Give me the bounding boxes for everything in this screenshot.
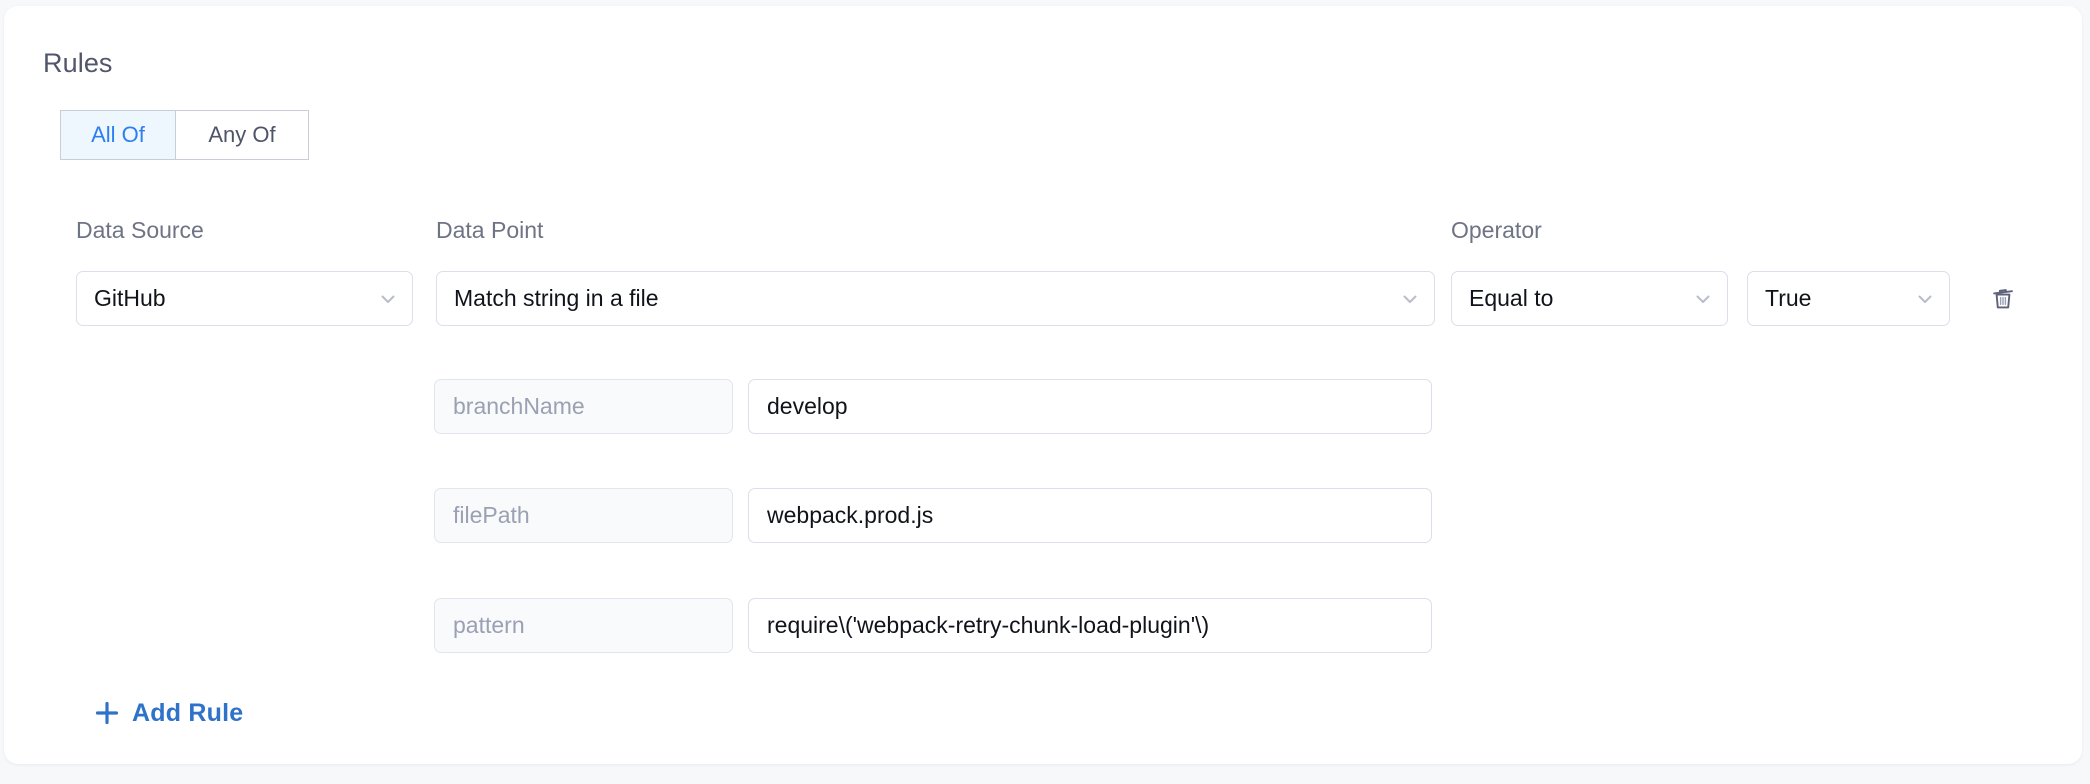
operator-value-select-value: True	[1765, 285, 1812, 311]
operator-select[interactable]: Equal to	[1451, 271, 1728, 326]
parameter-row: branchName develop	[434, 379, 1432, 434]
chevron-down-icon	[1400, 289, 1420, 309]
add-rule-button[interactable]: Add Rule	[94, 700, 243, 726]
parameter-row: pattern require\('webpack-retry-chunk-lo…	[434, 598, 1432, 653]
toggle-any-of[interactable]: Any Of	[175, 110, 309, 160]
parameter-value-input[interactable]: require\('webpack-retry-chunk-load-plugi…	[748, 598, 1432, 653]
parameter-key: branchName	[434, 379, 733, 434]
match-mode-toggle-group: All Of Any Of	[60, 110, 309, 160]
parameter-value-input[interactable]: webpack.prod.js	[748, 488, 1432, 543]
data-point-select-value: Match string in a file	[454, 285, 659, 311]
page-title: Rules	[43, 48, 113, 78]
toggle-all-of[interactable]: All Of	[60, 110, 175, 160]
add-rule-label: Add Rule	[132, 698, 244, 727]
column-label-data-source: Data Source	[76, 217, 204, 243]
data-source-select[interactable]: GitHub	[76, 271, 413, 326]
column-label-operator: Operator	[1451, 217, 1542, 243]
parameter-row: filePath webpack.prod.js	[434, 488, 1432, 543]
delete-rule-button[interactable]	[1984, 280, 2022, 318]
chevron-down-icon	[1693, 289, 1713, 309]
parameter-key: pattern	[434, 598, 733, 653]
trash-icon	[1987, 282, 2019, 317]
chevron-down-icon	[1915, 289, 1935, 309]
parameter-value-input[interactable]: develop	[748, 379, 1432, 434]
parameter-key: filePath	[434, 488, 733, 543]
rules-card: Rules All Of Any Of Data Source Data Poi…	[4, 6, 2082, 764]
operator-select-value: Equal to	[1469, 285, 1554, 311]
data-source-select-value: GitHub	[94, 285, 166, 311]
operator-value-select[interactable]: True	[1747, 271, 1950, 326]
column-label-data-point: Data Point	[436, 217, 544, 243]
data-point-select[interactable]: Match string in a file	[436, 271, 1435, 326]
plus-icon	[94, 700, 120, 726]
chevron-down-icon	[378, 289, 398, 309]
